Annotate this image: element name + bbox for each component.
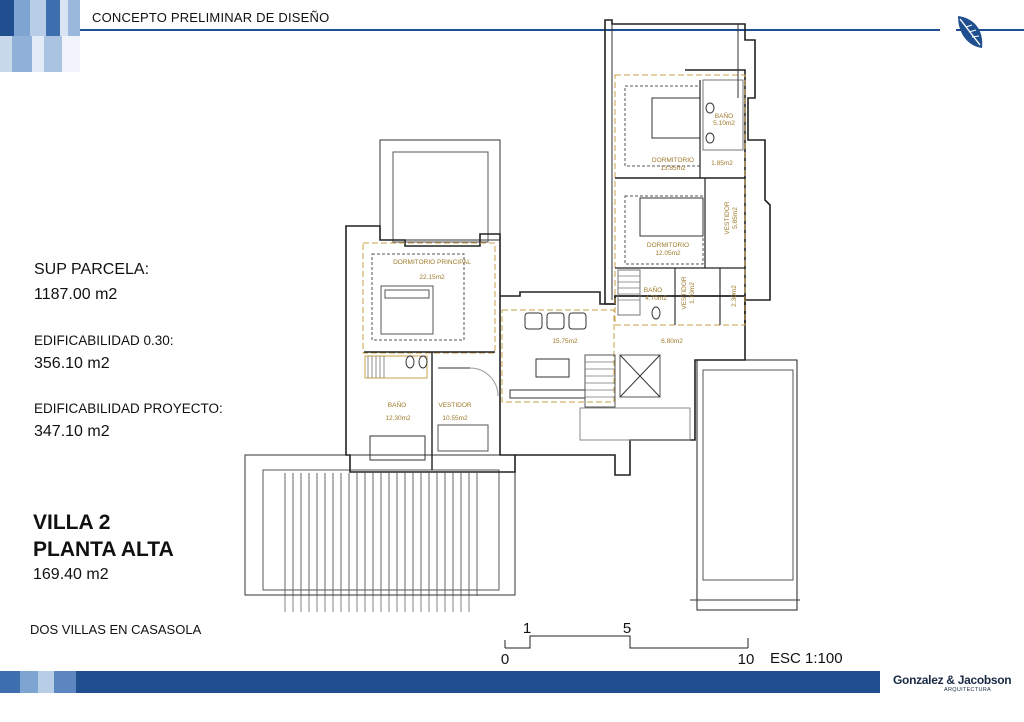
villa-title: VILLA 2 PLANTA ALTA xyxy=(33,509,174,563)
villa-area: 169.40 m2 xyxy=(33,566,109,583)
buildability-label: EDIFICABILIDAD 0.30: xyxy=(34,333,174,348)
footer-brand-sub: ARQUITECTURA xyxy=(944,687,991,693)
room-area-bath1: 5.10m2 xyxy=(713,120,735,127)
room-area-dressing2: 5.85m2 xyxy=(732,207,739,229)
room-label-dressing3: VESTIDOR xyxy=(681,276,688,310)
room-label-dressing: VESTIDOR xyxy=(438,402,472,409)
room-label-master: DORMITORIO PRINCIPAL xyxy=(393,259,471,266)
pool-outline xyxy=(379,139,501,241)
scale-bar xyxy=(504,635,749,649)
room-label-dressing2: VESTIDOR xyxy=(724,201,731,235)
scale-mark-5: 5 xyxy=(623,620,631,637)
room-area-bedroom2: 12.05m2 xyxy=(655,250,681,257)
villa-title-line2: PLANTA ALTA xyxy=(33,538,174,561)
scale-mark-0: 0 xyxy=(501,651,509,668)
villa-title-line1: VILLA 2 xyxy=(33,511,111,534)
header-line xyxy=(80,29,940,31)
room-area-hall: 15.75m2 xyxy=(552,338,578,345)
header-squares-decoration xyxy=(0,0,80,72)
project-name: DOS VILLAS EN CASASOLA xyxy=(30,622,202,637)
room-label-bath1: BAÑO xyxy=(715,111,733,120)
room-area-bath: 12.30m2 xyxy=(385,415,411,422)
footer-bar xyxy=(0,671,1024,693)
room-area-bedroom1: 13.85m2 xyxy=(660,165,686,172)
room-labels: DORMITORIO PRINCIPAL 22.15m2 BAÑO 12.30m… xyxy=(385,111,739,422)
pergola-slats xyxy=(284,473,478,596)
room-area-master: 22.15m2 xyxy=(419,274,445,281)
master-wing-walls xyxy=(345,225,516,473)
scale-label: ESC 1:100 xyxy=(770,650,843,667)
leaf-icon xyxy=(958,16,983,48)
header-line-right xyxy=(956,29,1024,31)
project-buildability-value: 347.10 m2 xyxy=(34,423,110,440)
room-area-dressing3: 1.70m2 xyxy=(689,282,696,304)
hall-walls xyxy=(500,291,746,476)
footer-brand: Gonzalez & Jacobson xyxy=(893,673,1012,687)
right-wing-walls xyxy=(604,19,771,305)
terrace-outline xyxy=(244,454,516,596)
scale-mark-10: 10 xyxy=(738,651,755,668)
parcel-area-label: SUP PARCELA: xyxy=(34,261,150,278)
room-area-dressing: 10.55m2 xyxy=(442,415,468,422)
room-area-small: 1.85m2 xyxy=(711,160,733,167)
buildability-value: 356.10 m2 xyxy=(34,355,110,372)
header-title: CONCEPTO PRELIMINAR DE DISEÑO xyxy=(92,10,330,25)
parcel-area-value: 1187.00 m2 xyxy=(34,286,118,303)
room-label-bedroom1: DORMITORIO xyxy=(652,157,694,164)
room-label-bedroom2: DORMITORIO xyxy=(647,242,689,249)
room-area-bath2: 4.70m2 xyxy=(645,295,667,302)
room-area-corridor: 6.80m2 xyxy=(661,338,683,345)
room-label-bath2: BAÑO xyxy=(644,285,662,294)
project-buildability-label: EDIFICABILIDAD PROYECTO: xyxy=(34,401,223,416)
room-area-storage: 2.30m2 xyxy=(731,285,738,307)
scale-mark-1: 1 xyxy=(523,620,531,637)
room-label-bath: BAÑO xyxy=(388,400,406,409)
